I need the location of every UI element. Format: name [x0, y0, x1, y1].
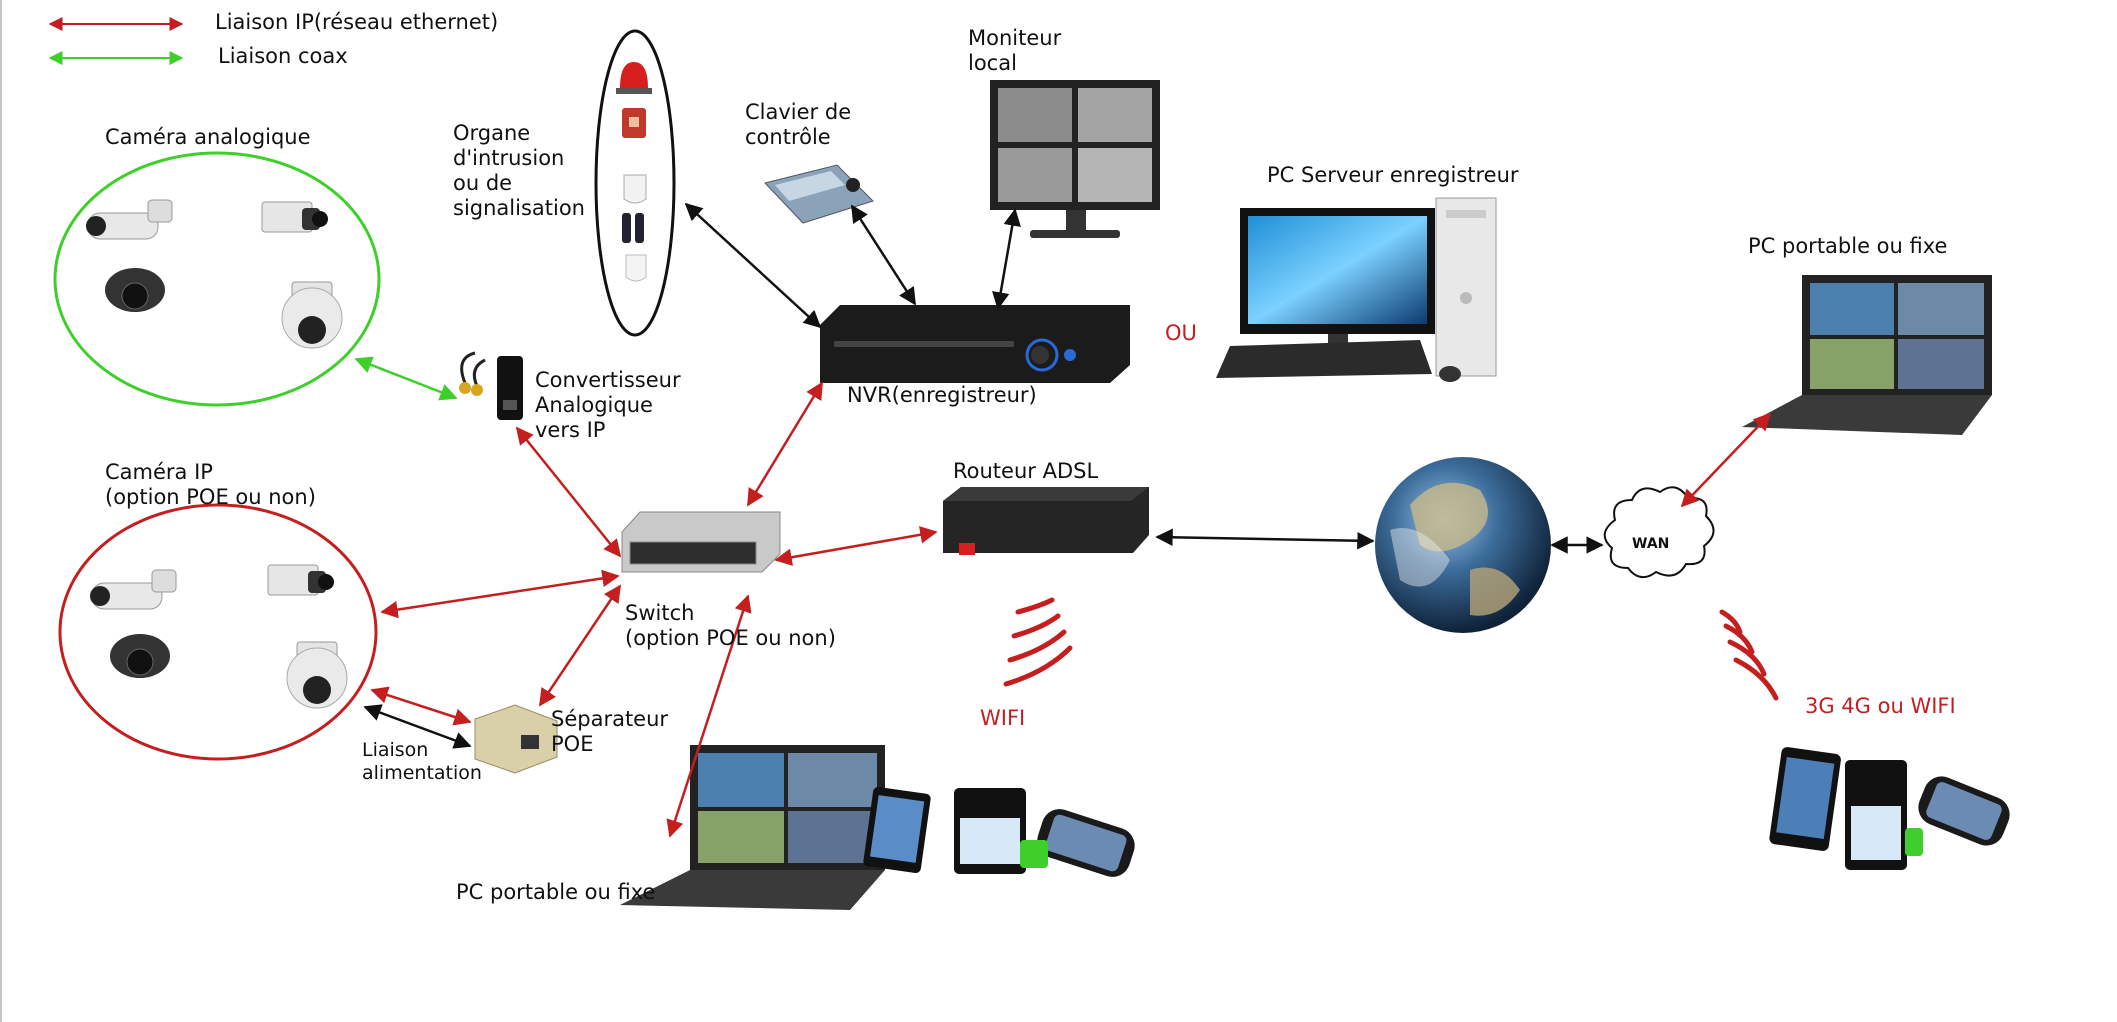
ip-camera-group [58, 503, 378, 761]
door-contact-icon [622, 213, 644, 243]
ip-dome-camera-icon [110, 634, 170, 678]
mobile-devices-wifi-icon [863, 787, 1135, 877]
mobile-waves-icon [1719, 609, 1779, 701]
ip-bullet-camera-icon [90, 569, 177, 610]
legend-coax-label: Liaison coax [218, 44, 348, 68]
switch-label-line2: (option POE ou non) [625, 626, 836, 650]
link-router-globe [1155, 528, 1375, 550]
ip-box-camera-icon [267, 564, 334, 596]
monitor-label-line2: local [968, 51, 1017, 75]
intrusion-label-line1: Organe [453, 121, 531, 145]
analog-to-ip-converter-icon [459, 351, 523, 420]
laptop-bottom-icon [620, 745, 885, 910]
power-link-label-line1: Liaison [362, 739, 429, 761]
motion-sensor-icon [623, 174, 647, 204]
mobile-devices-3g-icon [1769, 747, 2010, 870]
nvr-recorder-icon [820, 305, 1130, 383]
power-link-label-line2: alimentation [362, 762, 482, 784]
pc-server-label: PC Serveur enregistreur [1267, 163, 1519, 187]
converter-label-line2: Analogique [535, 393, 653, 417]
coax-link-cameras-converter [354, 356, 458, 401]
ip-camera-label-line1: Caméra IP [105, 460, 213, 484]
ip-link-wan-laptop [1680, 412, 1772, 508]
link-intrusion-nvr [684, 202, 822, 329]
nvr-label: NVR(enregistreur) [847, 383, 1037, 407]
ip-link-ipcams-switch [380, 569, 620, 619]
adsl-router-icon [943, 487, 1149, 555]
analog-camera-group [53, 151, 381, 407]
dome-camera-icon [105, 268, 165, 312]
network-switch-icon [621, 511, 781, 573]
pir-sensor-icon [625, 254, 647, 282]
ip-ptz-camera-icon [286, 641, 348, 709]
mobile-network-label: 3G 4G ou WIFI [1805, 694, 1956, 718]
ip-link-ipcams-separator [370, 686, 472, 726]
wifi-waves-icon [1003, 597, 1073, 687]
ip-link-nvr-switch [746, 381, 824, 507]
internet-globe-icon [1375, 457, 1551, 633]
link-monitor-nvr [992, 208, 1021, 310]
siren-icon [616, 62, 652, 94]
intrusion-devices-group [594, 29, 676, 337]
link-keyboard-nvr [850, 204, 917, 306]
ip-camera-label-line2: (option POE ou non) [105, 485, 316, 509]
router-label: Routeur ADSL [953, 459, 1099, 483]
ptz-camera-icon [281, 281, 343, 349]
poe-separator-label-line1: Séparateur [551, 707, 669, 731]
keyboard-label-line1: Clavier de [745, 100, 852, 124]
intrusion-label-line2: d'intrusion [453, 146, 565, 170]
intrusion-label-line3: ou de [453, 171, 513, 195]
fire-alarm-icon [622, 108, 646, 138]
laptop-right-icon [1742, 275, 1992, 435]
laptop-bottom-label: PC portable ou fixe [456, 880, 656, 904]
converter-label-line1: Convertisseur [535, 368, 681, 392]
ip-link-switch-laptop [666, 594, 752, 838]
monitor-label-line1: Moniteur [968, 26, 1062, 50]
ip-link-separator-switch [538, 584, 622, 707]
ip-link-converter-switch [515, 426, 622, 558]
or-label: OU [1165, 321, 1197, 345]
intrusion-label-line4: signalisation [453, 196, 585, 220]
poe-separator-label-line2: POE [551, 732, 594, 756]
keyboard-label-line2: contrôle [745, 125, 831, 149]
bullet-camera-icon [86, 199, 173, 240]
laptop-right-label: PC portable ou fixe [1748, 234, 1948, 258]
legend-ip-label: Liaison IP(réseau ethernet) [215, 10, 499, 34]
poe-separator-icon [474, 704, 558, 774]
converter-label-line3: vers IP [535, 418, 606, 442]
box-camera-icon [261, 201, 328, 233]
local-monitor-icon [990, 80, 1160, 238]
wan-cloud-icon [1603, 486, 1715, 579]
pc-server-icon [1216, 197, 1497, 382]
ip-link-switch-router [774, 526, 938, 566]
analog-camera-label: Caméra analogique [105, 125, 311, 149]
switch-label-line1: Switch [625, 601, 695, 625]
wifi-label: WIFI [980, 706, 1026, 730]
wan-label: WAN [1632, 536, 1670, 552]
